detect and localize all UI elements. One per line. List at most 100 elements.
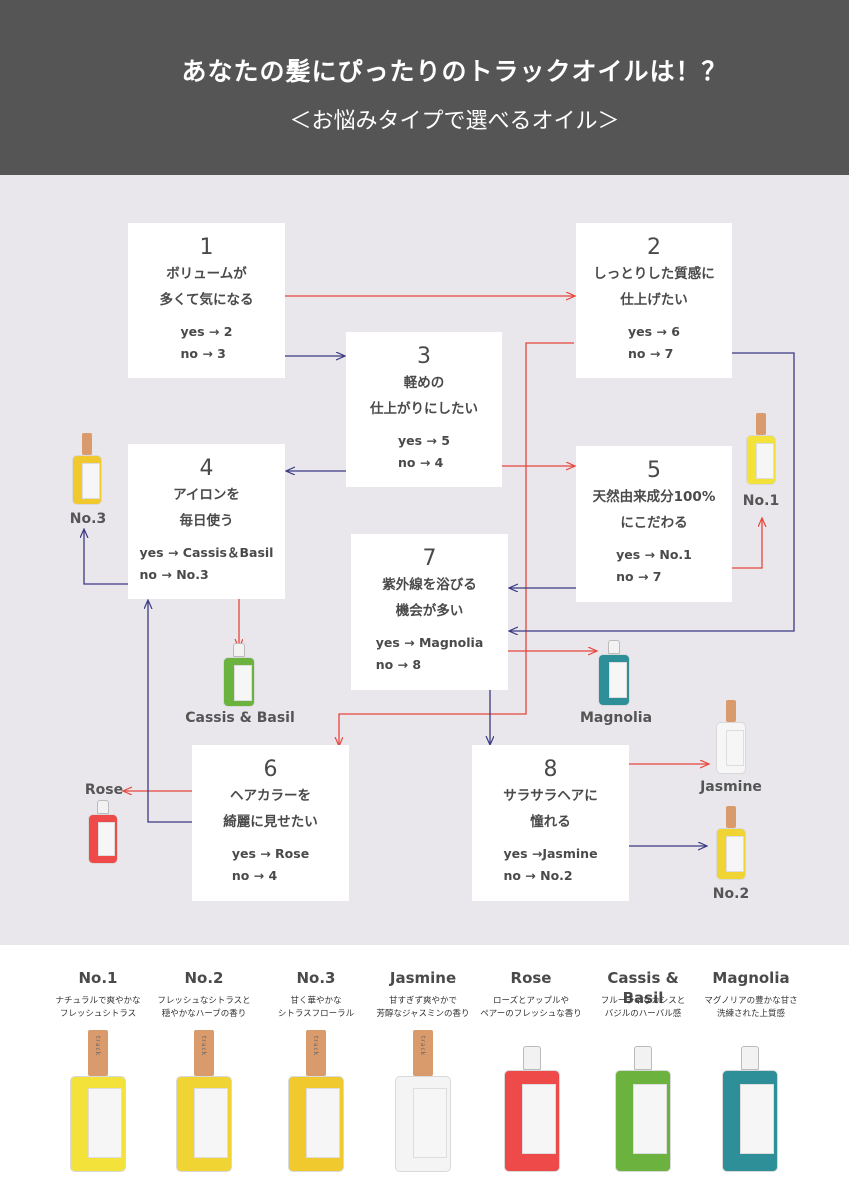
result-label-no1: No.1 (742, 493, 780, 509)
yes-branch: yes → Rose (231, 846, 310, 861)
bottle-no1-small (746, 413, 776, 485)
product-bottle-magnolia (722, 1046, 778, 1172)
product-name: Jasmine (389, 969, 457, 987)
no-branch: no → No.2 (503, 868, 573, 883)
product-bottle-no1: track (70, 1030, 126, 1172)
question-box-6: 6 ヘアカラーを 綺麗に見せたい yes → Rose no → 4 (192, 745, 349, 901)
question-text: 綺麗に見せたい (223, 814, 318, 830)
question-number: 2 (647, 235, 661, 260)
question-text: 憧れる (530, 814, 571, 830)
bottle-magnolia-small (598, 640, 630, 706)
no-branch: no → 4 (398, 455, 444, 470)
product-bottle-jasmine: track (395, 1030, 451, 1172)
no-branch: no → 7 (628, 346, 674, 361)
product-desc: 甘すぎず爽やかで (388, 996, 457, 1006)
product-desc: フレッシュなシトラスと (157, 996, 251, 1006)
question-box-8: 8 サラサラヘアに 憧れる yes →Jasmine no → No.2 (472, 745, 629, 901)
no-branch: no → No.3 (139, 567, 209, 582)
question-number: 6 (263, 757, 278, 782)
question-number: 5 (647, 458, 661, 483)
question-box-7: 7 紫外線を浴びる 機会が多い yes → Magnolia no → 8 (351, 534, 508, 690)
product-rose: Rose ローズとアップルや ペアーのフレッシュな香り (477, 968, 585, 1021)
yes-branch: yes → Magnolia (375, 635, 484, 650)
question-text: アイロンを (173, 487, 240, 503)
question-text: 機会が多い (395, 603, 464, 619)
question-text: 毎日使う (179, 513, 234, 529)
header-banner: あなたの髪にぴったりのトラックオイルは！？ ＜お悩みタイプで選べるオイル＞ (0, 0, 849, 175)
question-text: ヘアカラーを (230, 788, 311, 804)
product-bottle-no3: track (288, 1030, 344, 1172)
product-desc: フレッシュシトラス (59, 1009, 137, 1019)
question-box-1: 1 ボリュームが 多くて気になる yes → 2 no → 3 (128, 223, 285, 378)
result-label-no3: No.3 (69, 511, 107, 527)
result-label-cassis: Cassis & Basil (185, 710, 295, 726)
bottle-jasmine-small (716, 700, 746, 774)
product-name: No.3 (296, 969, 336, 987)
result-label-magnolia: Magnolia (579, 710, 653, 726)
no-branch: no → 8 (375, 657, 422, 672)
question-text: にこだわる (620, 515, 688, 531)
product-magnolia: Magnolia マグノリアの豊かな甘さ 洗練された上質感 (696, 968, 806, 1021)
question-box-5: 5 天然由来成分100% にこだわる yes → No.1 no → 7 (576, 446, 732, 602)
question-text: しっとりした質感に (593, 266, 715, 282)
yes-branch: yes → 5 (398, 433, 450, 448)
product-desc: シトラスフローラル (277, 1009, 355, 1019)
product-bottle-no2: track (176, 1030, 232, 1172)
yes-branch: yes →Jasmine (503, 846, 598, 861)
bottle-no3-small (72, 433, 102, 505)
page-subtitle: ＜お悩みタイプで選べるオイル＞ (289, 109, 620, 134)
product-bottle-cassis-basil (615, 1046, 671, 1172)
product-desc: 芳醇なジャスミンの香り (376, 1009, 470, 1019)
page-title: あなたの髪にぴったりのトラックオイルは！？ (181, 57, 728, 86)
question-number: 3 (417, 344, 431, 369)
no-branch: no → 4 (231, 868, 278, 883)
question-number: 1 (199, 235, 214, 260)
question-text: 紫外線を浴びる (382, 577, 477, 593)
product-desc: 穏やかなハーブの香り (161, 1009, 247, 1019)
product-desc: 甘く華やかな (290, 996, 342, 1006)
product-desc: マグノリアの豊かな甘さ (704, 996, 798, 1006)
product-name: Magnolia (712, 969, 790, 987)
yes-branch: yes → 6 (628, 324, 680, 339)
yes-branch: yes → 2 (180, 324, 233, 339)
question-number: 8 (543, 757, 558, 782)
product-no1: No.1 ナチュラルで爽やかな フレッシュシトラス (44, 968, 152, 1021)
product-desc: バジルのハーバル感 (604, 1009, 682, 1019)
product-desc: ナチュラルで爽やかな (55, 996, 141, 1006)
question-text: 仕上がりにしたい (370, 401, 478, 417)
question-number: 7 (422, 546, 437, 571)
product-name: No.2 (184, 969, 224, 987)
product-desc: ペアーのフレッシュな香り (480, 1009, 582, 1019)
question-box-4: 4 アイロンを 毎日使う yes → Cassis＆Basil no → No.3 (128, 444, 285, 599)
product-bottle-rose (504, 1046, 560, 1172)
result-label-no2: No.2 (712, 886, 750, 902)
product-name: Rose (510, 969, 552, 987)
question-text: サラサラヘアに (503, 788, 598, 804)
result-label-jasmine: Jasmine (700, 779, 762, 795)
question-text: 軽めの (403, 375, 445, 391)
product-desc: ローズとアップルや (492, 996, 570, 1006)
bottle-cassis-small (223, 643, 255, 707)
result-label-rose: Rose (84, 782, 124, 798)
question-text: 天然由来成分100% (592, 489, 716, 505)
yes-branch: yes → No.1 (616, 547, 692, 562)
product-name: No.1 (78, 969, 118, 987)
no-branch: no → 3 (180, 346, 226, 361)
question-text: 仕上げたい (620, 292, 688, 308)
product-no3: No.3 甘く華やかな シトラスフローラル (262, 968, 370, 1021)
question-number: 4 (199, 456, 214, 481)
question-text: 多くて気になる (159, 292, 254, 308)
question-text: ボリュームが (166, 266, 247, 282)
product-desc: 洗練された上質感 (716, 1009, 785, 1019)
no-branch: no → 7 (616, 569, 662, 584)
product-no2: No.2 フレッシュなシトラスと 穏やかなハーブの香り (150, 968, 258, 1021)
product-desc: フルーティなカシスと (600, 996, 686, 1006)
yes-branch: yes → Cassis＆Basil (139, 545, 274, 560)
question-box-2: 2 しっとりした質感に 仕上げたい yes → 6 no → 7 (576, 223, 732, 378)
bottle-no2-small (716, 806, 746, 880)
product-jasmine: Jasmine 甘すぎず爽やかで 芳醇なジャスミンの香り (369, 968, 477, 1021)
product-name: Cassis & Basil (607, 969, 679, 1007)
question-box-3: 3 軽めの 仕上がりにしたい yes → 5 no → 4 (346, 332, 502, 487)
product-cassis-basil: Cassis & Basil フルーティなカシスと バジルのハーバル感 (585, 968, 701, 1021)
bottle-rose-small (88, 800, 118, 864)
